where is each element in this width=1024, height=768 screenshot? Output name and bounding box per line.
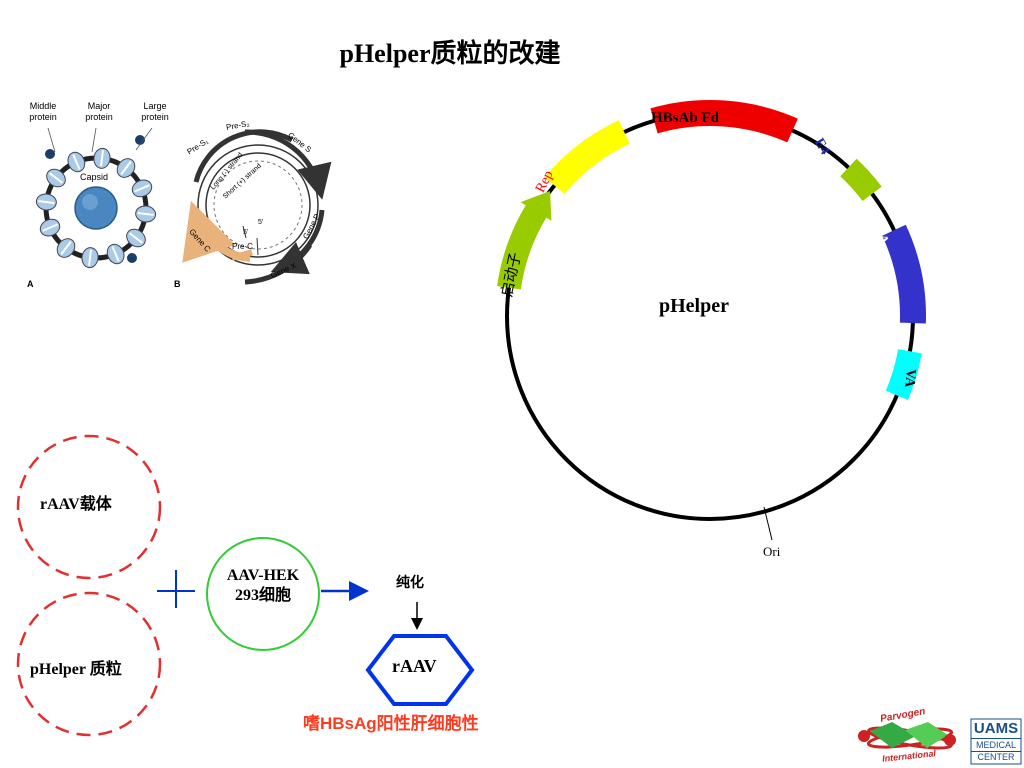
bottom-note: 嗜HBsAg阳性肝细胞性 bbox=[303, 714, 479, 733]
segment-rep bbox=[544, 120, 630, 194]
phelper-plasmid-label: pHelper 质粒 bbox=[30, 661, 122, 678]
five-prime-label-2: 5' bbox=[243, 229, 249, 236]
pre-c-label: Pre-C bbox=[232, 242, 253, 251]
large-protein-dot bbox=[45, 149, 55, 159]
large-protein-dot bbox=[127, 253, 137, 263]
hbv-genome-figure bbox=[182, 129, 332, 285]
segment-e4 bbox=[840, 158, 882, 202]
plasmid-name: pHelper bbox=[659, 295, 729, 317]
raav-vector-label: rAAV载体 bbox=[40, 496, 112, 513]
capsid-core bbox=[74, 186, 118, 230]
panel-a-letter: A bbox=[27, 279, 34, 289]
plus-sign bbox=[157, 570, 195, 608]
page-title: pHelper质粒的改建 bbox=[339, 39, 561, 68]
uams-logo bbox=[970, 718, 1022, 765]
segment-hbsab bbox=[650, 100, 798, 143]
phelper-circle bbox=[16, 591, 162, 737]
surface-protein-stripe bbox=[111, 246, 120, 262]
surface-proteins bbox=[35, 135, 157, 269]
large-protein-dot bbox=[135, 135, 145, 145]
panel-b-letter: B bbox=[174, 279, 181, 289]
cells-circle bbox=[206, 537, 320, 651]
surface-protein-stripe bbox=[128, 232, 143, 244]
surface-protein-stripe bbox=[100, 150, 104, 167]
segment-e2a bbox=[882, 224, 926, 324]
parvogen-logo bbox=[858, 722, 956, 750]
raav-vector-circle bbox=[16, 434, 162, 580]
raav-label: rAAV bbox=[392, 656, 437, 676]
hbv-particle-figure bbox=[35, 127, 157, 269]
surface-protein-stripe bbox=[49, 172, 64, 184]
surface-protein-stripe bbox=[88, 249, 92, 266]
five-prime-label-1: 5' bbox=[258, 219, 264, 226]
hbsab-label: HBsAb Fd bbox=[651, 110, 719, 126]
raav-hexagon bbox=[365, 634, 475, 706]
uams-medical-text: MEDICAL bbox=[975, 740, 1016, 750]
workflow-diagram bbox=[16, 434, 475, 737]
surface-protein-stripe bbox=[120, 161, 132, 176]
surface-protein-stripe bbox=[60, 240, 72, 255]
surface-protein-stripe bbox=[42, 223, 58, 232]
ori-pointer bbox=[763, 506, 773, 541]
surface-protein-stripe bbox=[134, 184, 150, 193]
segment-promoter bbox=[497, 191, 552, 290]
uams-center-text: CENTER bbox=[977, 752, 1015, 762]
capsid-label: Capsid bbox=[80, 172, 109, 182]
uams-text: UAMS bbox=[973, 720, 1019, 737]
plasmid-map bbox=[497, 100, 926, 541]
surface-protein-stripe bbox=[72, 154, 81, 170]
ori-label: Ori bbox=[763, 544, 781, 559]
surface-protein-stripe bbox=[137, 212, 154, 216]
purify-label: 纯化 bbox=[396, 576, 424, 591]
va-label: VA bbox=[901, 368, 918, 388]
segment-va bbox=[885, 349, 922, 401]
surface-protein-stripe bbox=[38, 200, 55, 204]
